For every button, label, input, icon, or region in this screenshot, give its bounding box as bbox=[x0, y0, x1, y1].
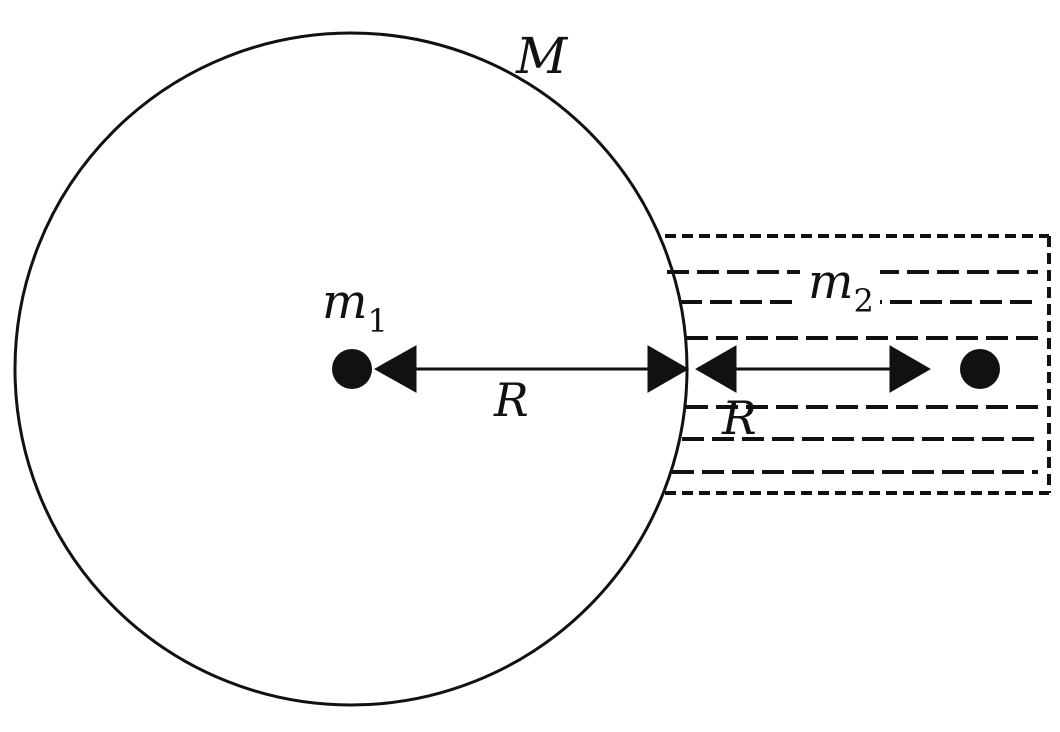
dashed-cylinder-region bbox=[665, 234, 1051, 495]
mass-m2-dot bbox=[960, 349, 1000, 389]
mass-m1-dot bbox=[332, 349, 372, 389]
inner-distance-label: R bbox=[493, 373, 529, 427]
m2-label-mask bbox=[800, 260, 880, 308]
m2-label: m2 bbox=[808, 254, 874, 320]
m1-label: m1 bbox=[322, 274, 388, 340]
inner-distance-arrow bbox=[373, 345, 690, 393]
outer-distance-arrow bbox=[694, 345, 932, 393]
outer-distance-label: R bbox=[721, 391, 757, 445]
outer-arrowhead-right bbox=[889, 345, 932, 393]
inner-arrowhead-left bbox=[373, 345, 417, 393]
inner-arrowhead-right bbox=[647, 345, 690, 393]
outer-arrowhead-left bbox=[694, 345, 737, 393]
mass-M-label: M bbox=[515, 27, 569, 85]
